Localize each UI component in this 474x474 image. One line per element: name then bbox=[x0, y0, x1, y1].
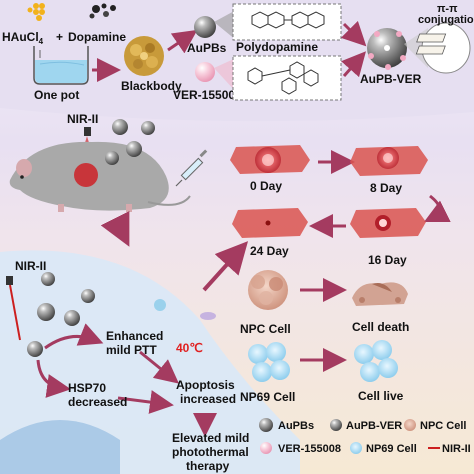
npc-cell-label: NPC Cell bbox=[240, 322, 291, 336]
cell-live-cluster bbox=[354, 340, 398, 382]
hsp70-label-line1: HSP70 bbox=[68, 381, 106, 395]
tumor-tissue-day16 bbox=[350, 208, 426, 238]
mechanism-nir-label: NIR-II bbox=[15, 259, 46, 273]
mechanism-particle bbox=[64, 310, 80, 326]
pi-pi-stack-icon bbox=[415, 33, 447, 55]
arrow-polydopamine-to-aupbver bbox=[340, 20, 367, 47]
mouse-particle bbox=[105, 151, 119, 165]
temperature-label: 40℃ bbox=[176, 341, 203, 355]
aupbs-zoom-cone bbox=[214, 10, 236, 40]
plus-sign: + bbox=[56, 30, 63, 44]
polydopamine-structure-box bbox=[232, 3, 342, 41]
mouse-particle bbox=[126, 141, 142, 157]
syringe-icon bbox=[175, 149, 208, 187]
legend-aupb-ver-icon bbox=[330, 419, 342, 431]
aupbs-label: AuPBs bbox=[187, 41, 227, 55]
mechanism-particle bbox=[41, 272, 55, 286]
mouse-tumor-icon bbox=[74, 163, 98, 187]
tumor-tissue-day0 bbox=[230, 145, 310, 174]
arrow-to-enhanced-ptt bbox=[44, 323, 104, 350]
one-pot-label: One pot bbox=[34, 88, 79, 102]
enhanced-label-line2: mild PTT bbox=[106, 343, 157, 357]
legend-nir-label: NIR-II bbox=[442, 443, 471, 455]
mouse-particle bbox=[112, 119, 128, 135]
elevated-label-line1: Elevated mild bbox=[172, 431, 249, 445]
arrow-ptt-to-apoptosis bbox=[139, 350, 179, 384]
day24-label: 24 Day bbox=[250, 244, 289, 258]
arrow-day8-to-day16 bbox=[423, 194, 451, 223]
ver-zoom-cone bbox=[214, 58, 236, 92]
haucl4-icon bbox=[27, 3, 45, 21]
pi-pi-label-line1: π-π bbox=[437, 3, 458, 15]
enhanced-label-line1: Enhanced bbox=[106, 329, 163, 343]
mouse-particle bbox=[141, 121, 155, 135]
arrow-mechanism-to-results bbox=[202, 241, 249, 292]
arrow-mouse-to-mechanism bbox=[100, 210, 130, 247]
mechanism-organelle bbox=[154, 299, 166, 311]
mechanism-organelle bbox=[200, 312, 216, 320]
mechanism-particle bbox=[37, 303, 55, 321]
legend-np69-cell-label: NP69 Cell bbox=[366, 443, 417, 455]
legend-npc-cell-label: NPC Cell bbox=[420, 420, 466, 432]
mechanism-particle-core bbox=[27, 341, 43, 357]
aupbs-particle-icon bbox=[194, 16, 216, 38]
tumor-tissue-day8 bbox=[350, 146, 428, 176]
mechanism-laser-icon bbox=[6, 276, 21, 341]
cell-death-icon bbox=[352, 282, 408, 306]
day16-label: 16 Day bbox=[368, 253, 407, 267]
dopamine-icon bbox=[89, 3, 116, 19]
arrow-hsp70-to-apoptosis bbox=[117, 390, 174, 414]
np69-cell-label: NP69 Cell bbox=[240, 390, 295, 404]
nucleus-region bbox=[0, 420, 120, 474]
mechanism-particle bbox=[81, 289, 95, 303]
ver-label: VER-155008 bbox=[173, 88, 242, 102]
blackbody-icon bbox=[124, 36, 164, 76]
tumor-tissue-day24 bbox=[232, 208, 308, 238]
day0-label: 0 Day bbox=[250, 179, 282, 193]
elevated-label-line2: photothermal bbox=[172, 445, 249, 459]
pi-pi-label-line2: conjugation bbox=[418, 14, 474, 26]
apoptosis-label-line2: increased bbox=[180, 392, 236, 406]
legend-ver-label: VER-155008 bbox=[278, 443, 341, 455]
np69-cell-cluster bbox=[248, 342, 290, 382]
cell-death-label: Cell death bbox=[352, 320, 409, 334]
beaker-icon bbox=[33, 46, 89, 85]
arrow-to-hsp70 bbox=[36, 359, 71, 398]
day8-label: 8 Day bbox=[370, 181, 402, 195]
ver-molecule-icon bbox=[195, 62, 215, 82]
aupb-ver-label: AuPB-VER bbox=[360, 72, 422, 86]
legend-ver-icon bbox=[260, 442, 272, 454]
legend-np69-cell-icon bbox=[350, 442, 362, 454]
legend-aupbs-icon bbox=[259, 418, 273, 432]
blackbody-label: Blackbody bbox=[121, 79, 182, 93]
arrow-ver-to-aupbver bbox=[341, 51, 366, 78]
polydopamine-structure-icon bbox=[251, 11, 325, 29]
elevated-label-line3: therapy bbox=[186, 459, 230, 473]
hsp70-label-line2: decreased bbox=[68, 395, 127, 409]
mechanism-cell-region bbox=[0, 250, 300, 474]
legend-aupb-ver-label: AuPB-VER bbox=[346, 420, 402, 432]
arrow-blackbody-to-aupbs bbox=[167, 29, 198, 54]
haucl4-label: HAuCl4 bbox=[2, 30, 44, 46]
legend-npc-cell-icon bbox=[404, 419, 416, 431]
apoptosis-label-line1: Apoptosis bbox=[176, 378, 235, 392]
dopamine-label: Dopamine bbox=[68, 30, 126, 44]
ver-structure-icon bbox=[247, 61, 319, 95]
legend-aupbs-label: AuPBs bbox=[278, 420, 314, 432]
mouse-nir-label: NIR-II bbox=[67, 112, 98, 126]
polydopamine-label: Polydopamine bbox=[236, 40, 318, 54]
cell-live-label: Cell live bbox=[358, 389, 404, 403]
